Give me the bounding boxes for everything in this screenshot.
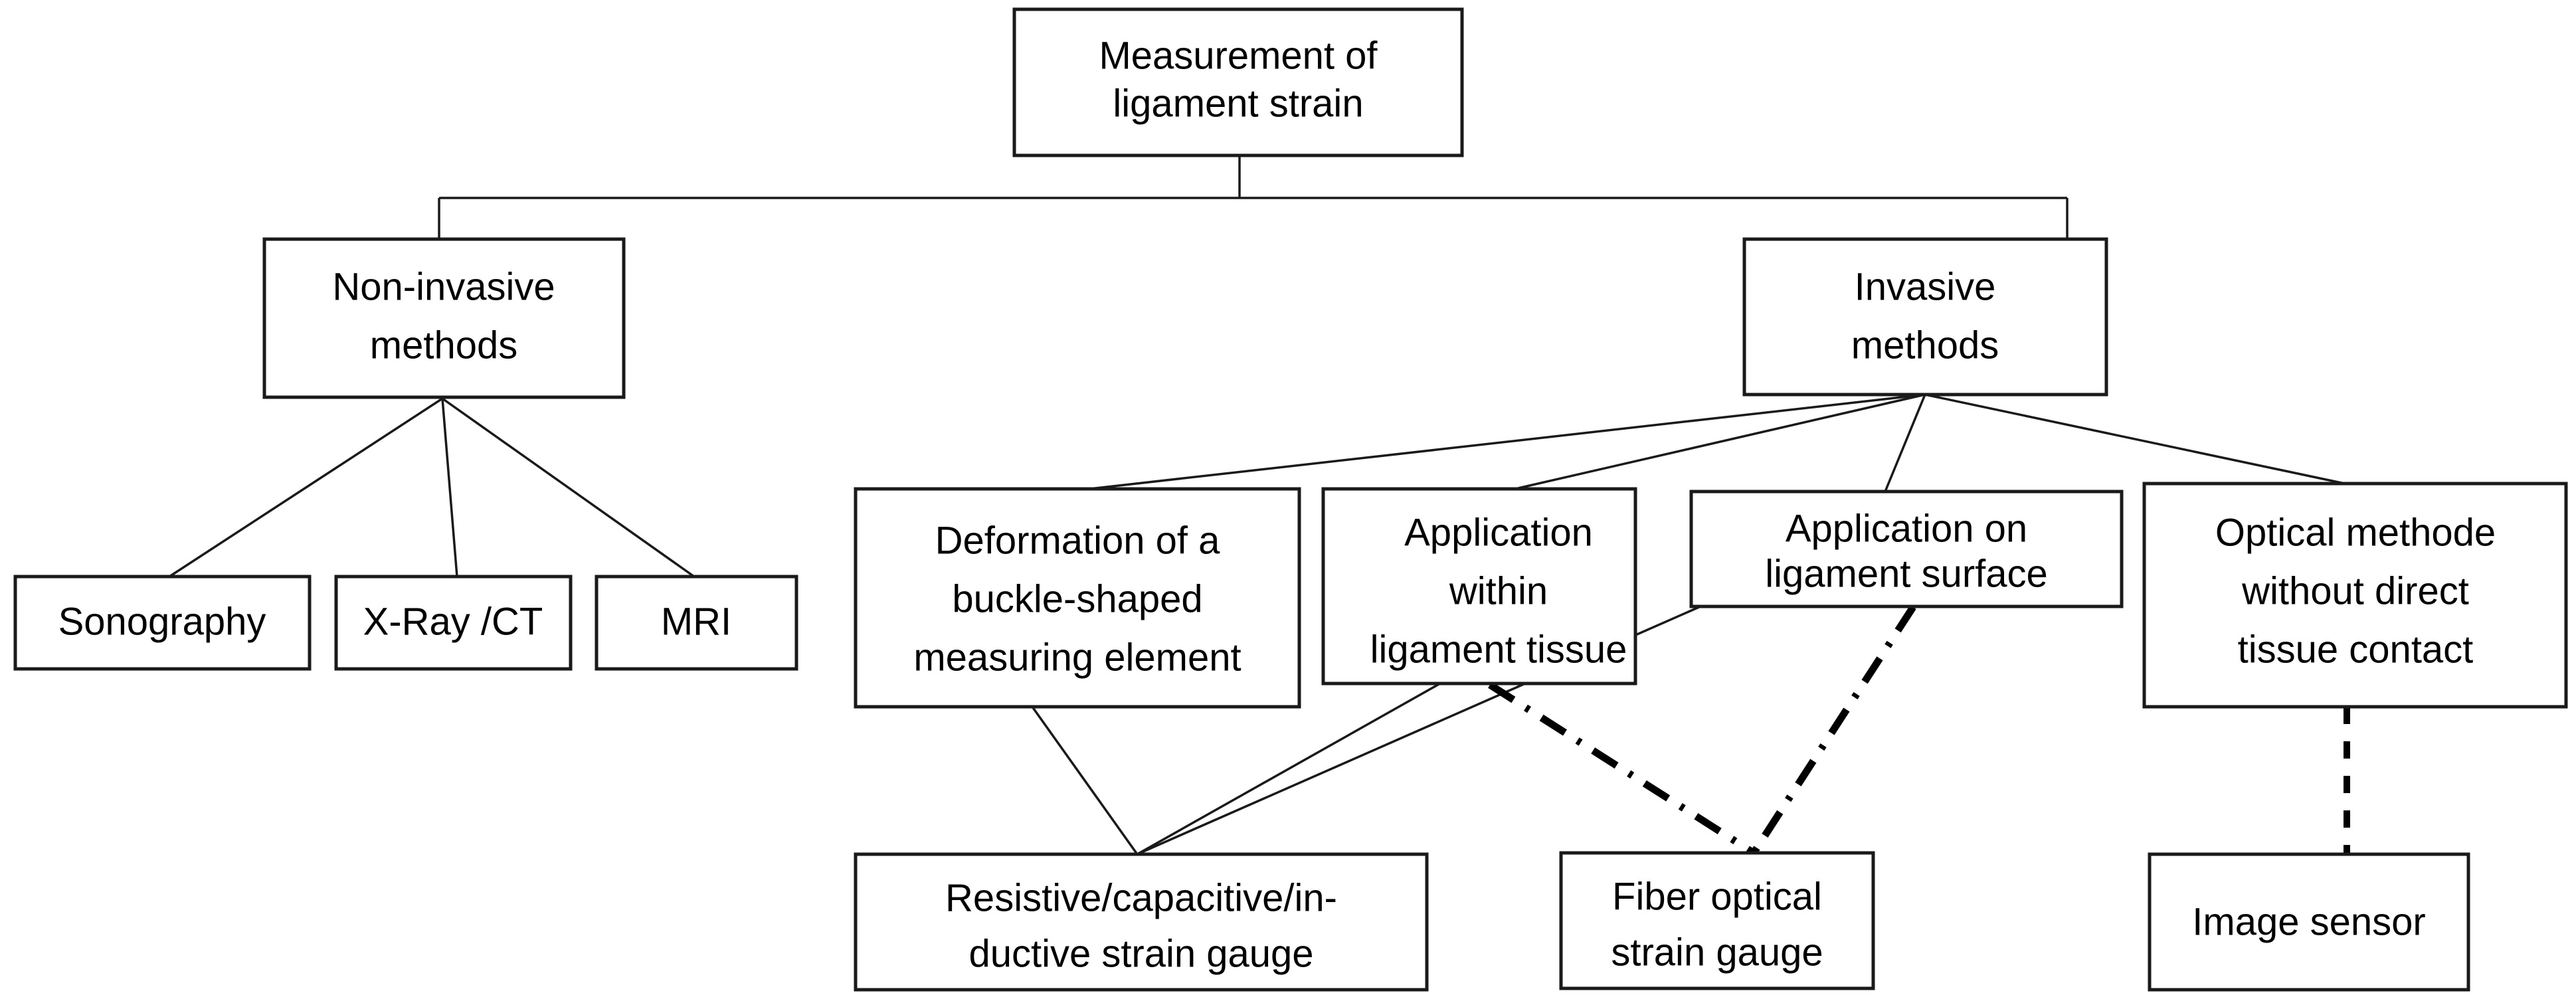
node-within-tissue-label-line-2: within bbox=[1449, 569, 1548, 612]
node-deformation-label-line-2: buckle-shaped bbox=[952, 577, 1202, 620]
node-resistive-label-line-1: Resistive/capacitive/in- bbox=[945, 876, 1337, 919]
node-root-label-line-2: ligament strain bbox=[1113, 82, 1363, 125]
node-non-invasive-label-line-1: Non-invasive bbox=[332, 265, 555, 308]
edge-invasive-to-on-surface bbox=[1884, 394, 1926, 492]
node-fiber-optical-box bbox=[1559, 851, 1875, 990]
node-optical-label-line-1: Optical methode bbox=[2215, 511, 2496, 554]
edge-within-tissue-to-resistive bbox=[1137, 682, 1441, 856]
node-sonography-box bbox=[13, 575, 312, 671]
node-deformation-label-line-3: measuring element bbox=[913, 636, 1241, 679]
node-image-sensor-box bbox=[2148, 852, 2470, 992]
node-fiber-optical-label-line-2: strain gauge bbox=[1611, 931, 1823, 974]
edge-layer bbox=[169, 155, 2350, 856]
edge-non-invasive-to-xray-ct bbox=[441, 398, 458, 577]
node-non-invasive[interactable]: Non-invasive methods bbox=[262, 237, 626, 399]
node-invasive-label-line-2: methods bbox=[1851, 323, 1999, 367]
node-root[interactable]: Measurement of ligament strain bbox=[1012, 7, 1464, 157]
node-deformation[interactable]: Deformation of a buckle-shaped measuring… bbox=[854, 487, 1301, 709]
edge-within-tissue-to-fiber-optical bbox=[1488, 682, 1756, 856]
node-image-sensor[interactable]: Image sensor bbox=[2148, 852, 2470, 992]
node-non-invasive-label-line-2: methods bbox=[370, 323, 517, 367]
edge-invasive-to-optical bbox=[1924, 393, 2346, 485]
node-on-surface[interactable]: Application on ligament surface bbox=[1689, 490, 2124, 608]
node-resistive[interactable]: Resistive/capacitive/in- ductive strain … bbox=[854, 852, 1429, 992]
node-xray-ct-box bbox=[334, 575, 573, 671]
node-within-tissue-label-line-3: ligament tissue bbox=[1370, 628, 1627, 671]
edge-invasive-to-within-tissue bbox=[1515, 393, 1926, 490]
node-within-tissue-label-line-1: Application bbox=[1404, 511, 1593, 554]
node-resistive-box bbox=[854, 852, 1429, 992]
node-on-surface-box bbox=[1689, 490, 2124, 608]
edge-on-surface-to-fiber-optical bbox=[1750, 605, 1916, 855]
edge-deformation-to-resistive bbox=[1031, 705, 1139, 856]
node-mri-box bbox=[595, 575, 798, 671]
node-xray-ct[interactable]: X-Ray /CT bbox=[334, 575, 573, 671]
edge-invasive-to-deformation bbox=[1089, 393, 1926, 490]
node-invasive[interactable]: Invasive methods bbox=[1742, 237, 2108, 397]
node-invasive-label-line-1: Invasive bbox=[1855, 265, 1996, 308]
node-within-tissue[interactable]: Application within ligament tissue bbox=[1321, 487, 1637, 685]
node-on-surface-label-line-1: Application on bbox=[1786, 507, 2027, 550]
node-image-sensor-label: Image sensor bbox=[2192, 900, 2425, 943]
edge-non-invasive-to-mri bbox=[441, 397, 695, 578]
node-optical-label-line-3: tissue contact bbox=[2238, 628, 2474, 671]
node-sonography[interactable]: Sonography bbox=[13, 575, 312, 671]
node-on-surface-label-line-2: ligament surface bbox=[1765, 552, 2048, 595]
node-within-tissue-box bbox=[1321, 487, 1637, 685]
node-optical-box bbox=[2142, 482, 2568, 709]
node-root-label-line-1: Measurement of bbox=[1099, 34, 1378, 77]
node-deformation-label-line-1: Deformation of a bbox=[935, 519, 1221, 562]
node-fiber-optical-label-line-1: Fiber optical bbox=[1612, 875, 1822, 918]
node-resistive-label-line-2: ductive strain gauge bbox=[968, 932, 1313, 975]
node-fiber-optical[interactable]: Fiber optical strain gauge bbox=[1559, 851, 1875, 990]
node-root-box bbox=[1012, 7, 1464, 157]
node-xray-ct-label: X-Ray /CT bbox=[363, 600, 543, 643]
node-invasive-box bbox=[1742, 237, 2108, 397]
node-optical-label-line-2: without direct bbox=[2241, 569, 2469, 612]
node-optical[interactable]: Optical methode without direct tissue co… bbox=[2142, 482, 2568, 709]
node-mri-label: MRI bbox=[661, 600, 731, 643]
node-mri[interactable]: MRI bbox=[595, 575, 798, 671]
node-sonography-label: Sonography bbox=[58, 600, 266, 643]
edge-non-invasive-to-sonography bbox=[169, 397, 443, 578]
node-deformation-box bbox=[854, 487, 1301, 709]
node-non-invasive-box bbox=[262, 237, 626, 399]
